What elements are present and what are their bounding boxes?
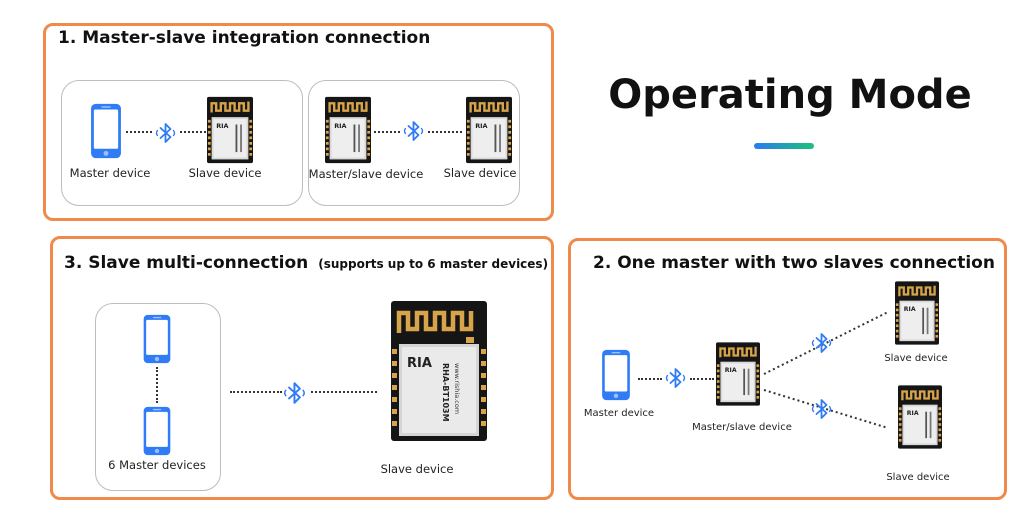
connection-line [180, 131, 206, 133]
bluetooth-icon [810, 397, 834, 421]
heading-accent-bar [754, 143, 814, 149]
bluetooth-icon [810, 331, 834, 355]
page-heading: Operating Mode [608, 72, 972, 118]
panel2-title: 2. One master with two slaves connection [593, 253, 995, 273]
master-slave-module [325, 96, 371, 164]
module-brand-text: RIA [407, 356, 432, 371]
smartphone-icon [140, 406, 174, 456]
master-device-label: Master device [583, 408, 655, 419]
slave-module-large: RIA RHA-BT103M www.rishia.com [391, 301, 487, 441]
panel3-subtitle: (supports up to 6 master devices) [318, 257, 549, 271]
master-slave-module [716, 339, 760, 409]
panel3-title: 3. Slave multi-connection (supports up to… [64, 253, 548, 273]
panel1-title: 1. Master-slave integration connection [58, 28, 431, 48]
master-device-label: Master device [69, 166, 151, 180]
connection-line [126, 131, 152, 133]
master-slave-device-label: Master/slave device [308, 167, 424, 181]
connection-line [428, 131, 462, 133]
slave-module-bottom [898, 384, 942, 450]
smartphone-icon [140, 314, 174, 364]
panel3-title-main: 3. Slave multi-connection [64, 253, 309, 273]
bluetooth-icon [664, 366, 688, 390]
bluetooth-icon [282, 380, 308, 406]
connection-line [690, 378, 714, 380]
bluetooth-icon [154, 121, 178, 145]
vertical-ellipsis-line [156, 367, 158, 403]
master-devices-group [95, 303, 221, 491]
connection-line [230, 391, 282, 393]
slave-device-label: Slave device [443, 166, 517, 180]
slave-module [207, 96, 253, 164]
slave-device-label: Slave device [188, 166, 262, 180]
connection-line [374, 131, 400, 133]
slave-device-top-label: Slave device [884, 353, 948, 364]
connection-line [311, 391, 377, 393]
slave-device-label: Slave device [380, 462, 454, 476]
slave-module [466, 96, 512, 164]
smartphone-icon [601, 349, 631, 401]
six-master-devices-label: 6 Master devices [108, 458, 206, 472]
smartphone-icon [89, 103, 123, 159]
slave-device-bottom-label: Slave device [886, 472, 950, 483]
module-url-text: www.rishia.com [453, 363, 461, 414]
master-slave-device-label: Master/slave device [692, 422, 792, 433]
branch-connections [763, 311, 889, 429]
slave-module-top [895, 280, 939, 346]
bluetooth-icon [402, 119, 426, 143]
module-model-text: RHA-BT103M [441, 363, 450, 422]
connection-line [638, 378, 662, 380]
